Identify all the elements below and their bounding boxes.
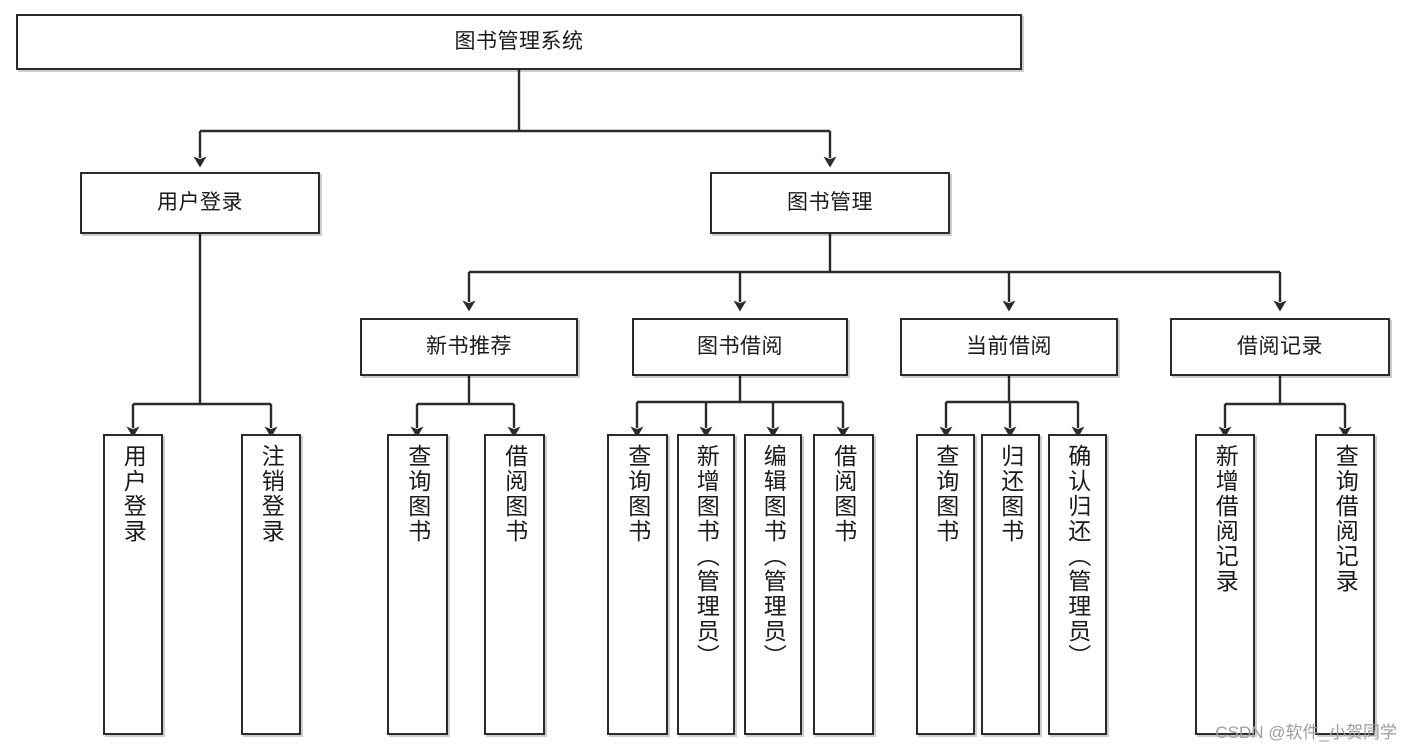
- leaf-current-return-book-label: 归还图书: [997, 444, 1024, 544]
- node-user-login-label: 用户登录: [157, 191, 243, 215]
- leaf-record-add-label: 新增借阅记录: [1212, 444, 1239, 594]
- leaf-borrow-add-book-label: 新增图书（管理员）: [693, 444, 720, 669]
- leaf-borrow-borrow-book[interactable]: 借阅图书: [813, 434, 874, 735]
- node-borrow-records-label: 借阅记录: [1237, 335, 1323, 359]
- watermark: CSDN @软件_小贺同学: [1215, 723, 1397, 742]
- leaf-current-return-book[interactable]: 归还图书: [981, 434, 1040, 735]
- leaf-new-book-query-label: 查询图书: [404, 444, 431, 544]
- leaf-borrow-edit-book-label: 编辑图书（管理员）: [760, 444, 787, 669]
- node-current-borrow-label: 当前借阅: [966, 335, 1052, 359]
- leaf-logout[interactable]: 注销登录: [241, 434, 301, 735]
- node-book-borrow[interactable]: 图书借阅: [632, 318, 848, 376]
- leaf-logout-label: 注销登录: [258, 444, 285, 544]
- leaf-record-query[interactable]: 查询借阅记录: [1315, 434, 1375, 735]
- node-book-borrow-label: 图书借阅: [697, 335, 783, 359]
- leaf-current-confirm-return-label: 确认归还（管理员）: [1064, 444, 1091, 669]
- leaf-current-query-book[interactable]: 查询图书: [916, 434, 975, 735]
- node-user-login[interactable]: 用户登录: [80, 172, 320, 234]
- node-book-management-label: 图书管理: [787, 191, 873, 215]
- node-book-management[interactable]: 图书管理: [710, 172, 950, 234]
- leaf-borrow-edit-book[interactable]: 编辑图书（管理员）: [744, 434, 802, 735]
- leaf-borrow-query-book[interactable]: 查询图书: [607, 434, 668, 735]
- node-root[interactable]: 图书管理系统: [16, 14, 1022, 70]
- node-current-borrow[interactable]: 当前借阅: [900, 318, 1118, 376]
- leaf-new-book-borrow[interactable]: 借阅图书: [484, 434, 545, 735]
- leaf-record-add[interactable]: 新增借阅记录: [1195, 434, 1255, 735]
- leaf-borrow-add-book[interactable]: 新增图书（管理员）: [677, 434, 735, 735]
- leaf-current-confirm-return[interactable]: 确认归还（管理员）: [1048, 434, 1107, 735]
- leaf-borrow-query-book-label: 查询图书: [624, 444, 651, 544]
- leaf-current-query-book-label: 查询图书: [932, 444, 959, 544]
- node-new-book-recommend-label: 新书推荐: [426, 335, 512, 359]
- node-borrow-records[interactable]: 借阅记录: [1170, 318, 1390, 376]
- leaf-user-login[interactable]: 用户登录: [103, 434, 163, 735]
- leaf-borrow-borrow-book-label: 借阅图书: [830, 444, 857, 544]
- leaf-new-book-borrow-label: 借阅图书: [501, 444, 528, 544]
- leaf-new-book-query[interactable]: 查询图书: [387, 434, 448, 735]
- leaf-record-query-label: 查询借阅记录: [1332, 444, 1359, 594]
- leaf-user-login-label: 用户登录: [120, 444, 147, 544]
- node-new-book-recommend[interactable]: 新书推荐: [360, 318, 578, 376]
- node-root-label: 图书管理系统: [454, 30, 584, 54]
